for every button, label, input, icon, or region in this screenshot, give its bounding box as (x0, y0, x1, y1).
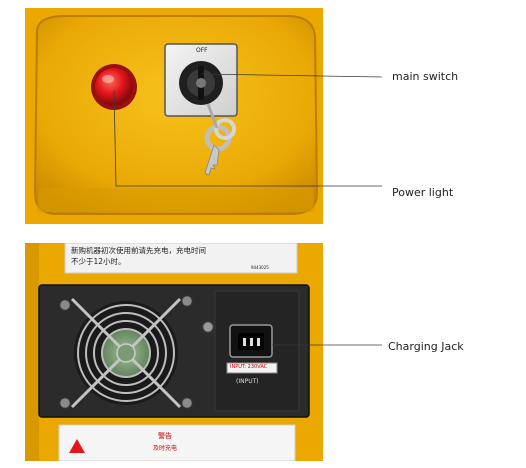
sticker-line-2: 不少于12小时。 (71, 257, 126, 266)
charging-jack-label: Charging Jack (388, 340, 464, 353)
instruction-sticker (64, 243, 298, 274)
switch-plate-text: OFF (196, 47, 208, 54)
power-light-label: Power light (392, 186, 454, 199)
main-switch-label: main switch (392, 70, 459, 83)
warning-title: 警告 (158, 432, 172, 440)
power-light-lamp (95, 68, 133, 106)
top-photo-illustration (25, 8, 323, 224)
sticker-code: 9443025 (251, 265, 269, 270)
charging-jack-socket (229, 324, 273, 358)
bottom-photo-illustration (25, 243, 323, 461)
input-caption: (INPUT) (236, 378, 259, 385)
top-photo-panel: OFF (25, 8, 323, 224)
warning-sticker (58, 424, 296, 461)
warning-line: 及时充电 (153, 445, 178, 452)
bottom-photo-panel: 新购机器初次使用前请先充电，充电时间 不少于12小时。 9443025 INPU… (25, 243, 323, 461)
input-label: INPUT: 230VAC (230, 364, 268, 370)
fan-grill-icon (70, 297, 182, 409)
sticker-line-1: 新购机器初次使用前请先充电，充电时间 (71, 246, 206, 255)
